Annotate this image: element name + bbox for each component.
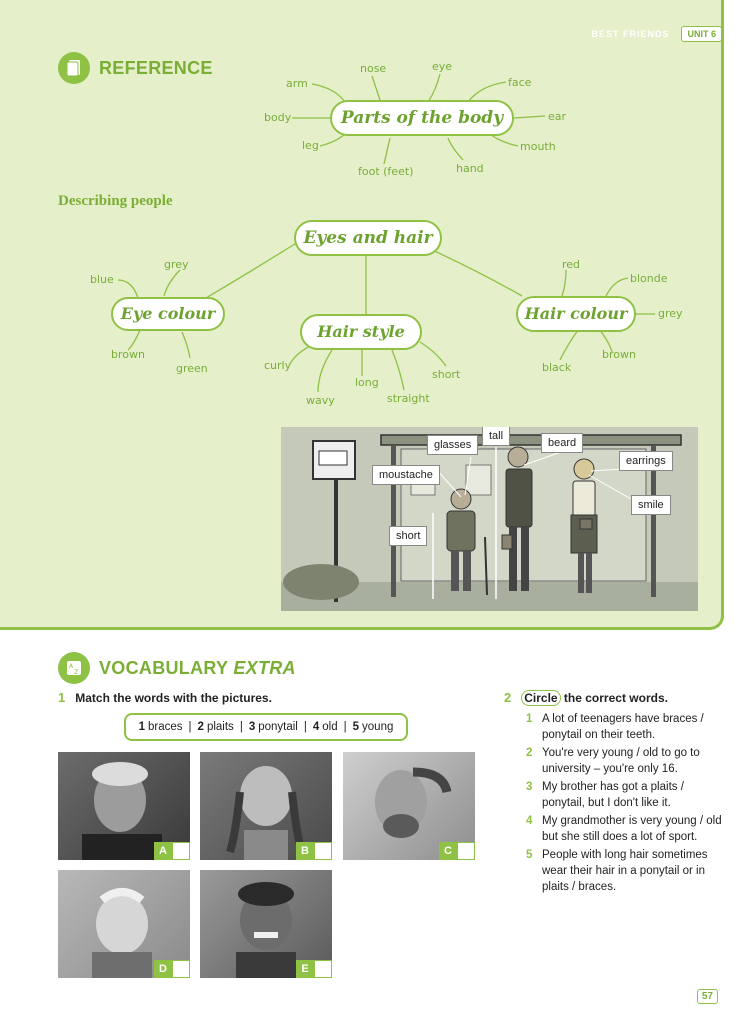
label-glasses: glasses — [427, 435, 479, 455]
word-ear: ear — [548, 110, 567, 123]
label-moustache: moustache — [372, 465, 440, 485]
photo-a-letter: A — [154, 842, 172, 860]
word-curly: curly — [264, 359, 292, 372]
photo-b-letter: B — [296, 842, 314, 860]
exercise-2-instruction: Circle the correct words. — [521, 690, 668, 706]
label-earrings: earrings — [619, 451, 673, 471]
exercise-1-instruction: Match the words with the pictures. — [75, 691, 272, 705]
photo-e-boy-braces: E — [200, 870, 332, 978]
label-beard: beard — [541, 433, 584, 453]
parts-of-body-bubble: Parts of the body — [330, 100, 514, 136]
word-green: green — [176, 362, 208, 375]
svg-text:A: A — [69, 663, 74, 670]
exercise-2-number: 2 — [504, 690, 512, 705]
word-leg: leg — [302, 139, 319, 152]
photo-c-man-ponytail: C — [343, 752, 475, 860]
word-eye: eye — [432, 60, 453, 73]
word-long: long — [355, 376, 379, 389]
photo-a-old-man: A — [58, 752, 190, 860]
label-tall: tall — [482, 427, 511, 446]
answer-box-e[interactable] — [314, 960, 332, 978]
reference-heading: REFERENCE — [58, 52, 213, 84]
word-grey-eyes: grey — [164, 258, 189, 271]
hair-colour-bubble: Hair colour — [516, 296, 636, 332]
exercise-1-number: 1 — [58, 690, 66, 705]
page-number: 57 — [696, 989, 718, 1004]
eye-colour-bubble: Eye colour — [111, 297, 225, 331]
label-smile: smile — [631, 495, 671, 515]
word-red: red — [562, 258, 581, 271]
photo-d-letter: D — [154, 960, 172, 978]
vocabulary-title-main: VOCABULARY — [99, 657, 229, 678]
word-short: short — [432, 368, 461, 381]
label-short: short — [389, 526, 428, 546]
word-grey-hair: grey — [658, 307, 683, 320]
word-body: body — [264, 111, 292, 124]
reference-title: REFERENCE — [99, 57, 213, 78]
circle-word: Circle — [521, 690, 561, 706]
word-black: black — [542, 361, 572, 374]
answer-box-a[interactable] — [172, 842, 190, 860]
word-hand: hand — [456, 162, 484, 175]
book-icon — [58, 52, 90, 84]
answer-box-d[interactable] — [172, 960, 190, 978]
photo-e-letter: E — [296, 960, 314, 978]
word-arm: arm — [286, 77, 308, 90]
word-brown-eyes: brown — [111, 348, 145, 361]
word-foot: foot (feet) — [358, 165, 414, 178]
photo-d-toddler: D — [58, 870, 190, 978]
exercise-2-heading: 2 Circle the correct words. — [504, 690, 668, 706]
exercise-1-heading: 1 Match the words with the pictures. — [58, 690, 272, 705]
word-blue: blue — [90, 273, 114, 286]
describing-people-title: Describing people — [58, 193, 173, 209]
photo-b-girl-plaits: B — [200, 752, 332, 860]
page-header: BEST FRIENDS UNIT 6 — [591, 26, 722, 42]
bus-stop-illustration: glasses tall beard moustache earrings sm… — [281, 427, 698, 611]
word-straight: straight — [387, 392, 430, 405]
answer-box-c[interactable] — [457, 842, 475, 860]
photo-c-letter: C — [439, 842, 457, 860]
answer-box-b[interactable] — [314, 842, 332, 860]
unit-badge: UNIT 6 — [681, 26, 722, 42]
svg-text:Z: Z — [74, 669, 78, 676]
vocabulary-title-extra: EXTRA — [233, 657, 296, 678]
word-blonde: blonde — [630, 272, 668, 285]
word-brown-hair: brown — [602, 348, 636, 361]
word-mouth: mouth — [520, 140, 556, 153]
eyes-and-hair-bubble: Eyes and hair — [294, 220, 442, 256]
word-wavy: wavy — [306, 394, 335, 407]
word-face: face — [508, 76, 532, 89]
series-title: BEST FRIENDS — [591, 29, 670, 39]
hair-style-bubble: Hair style — [300, 314, 422, 350]
word-nose: nose — [360, 62, 387, 75]
